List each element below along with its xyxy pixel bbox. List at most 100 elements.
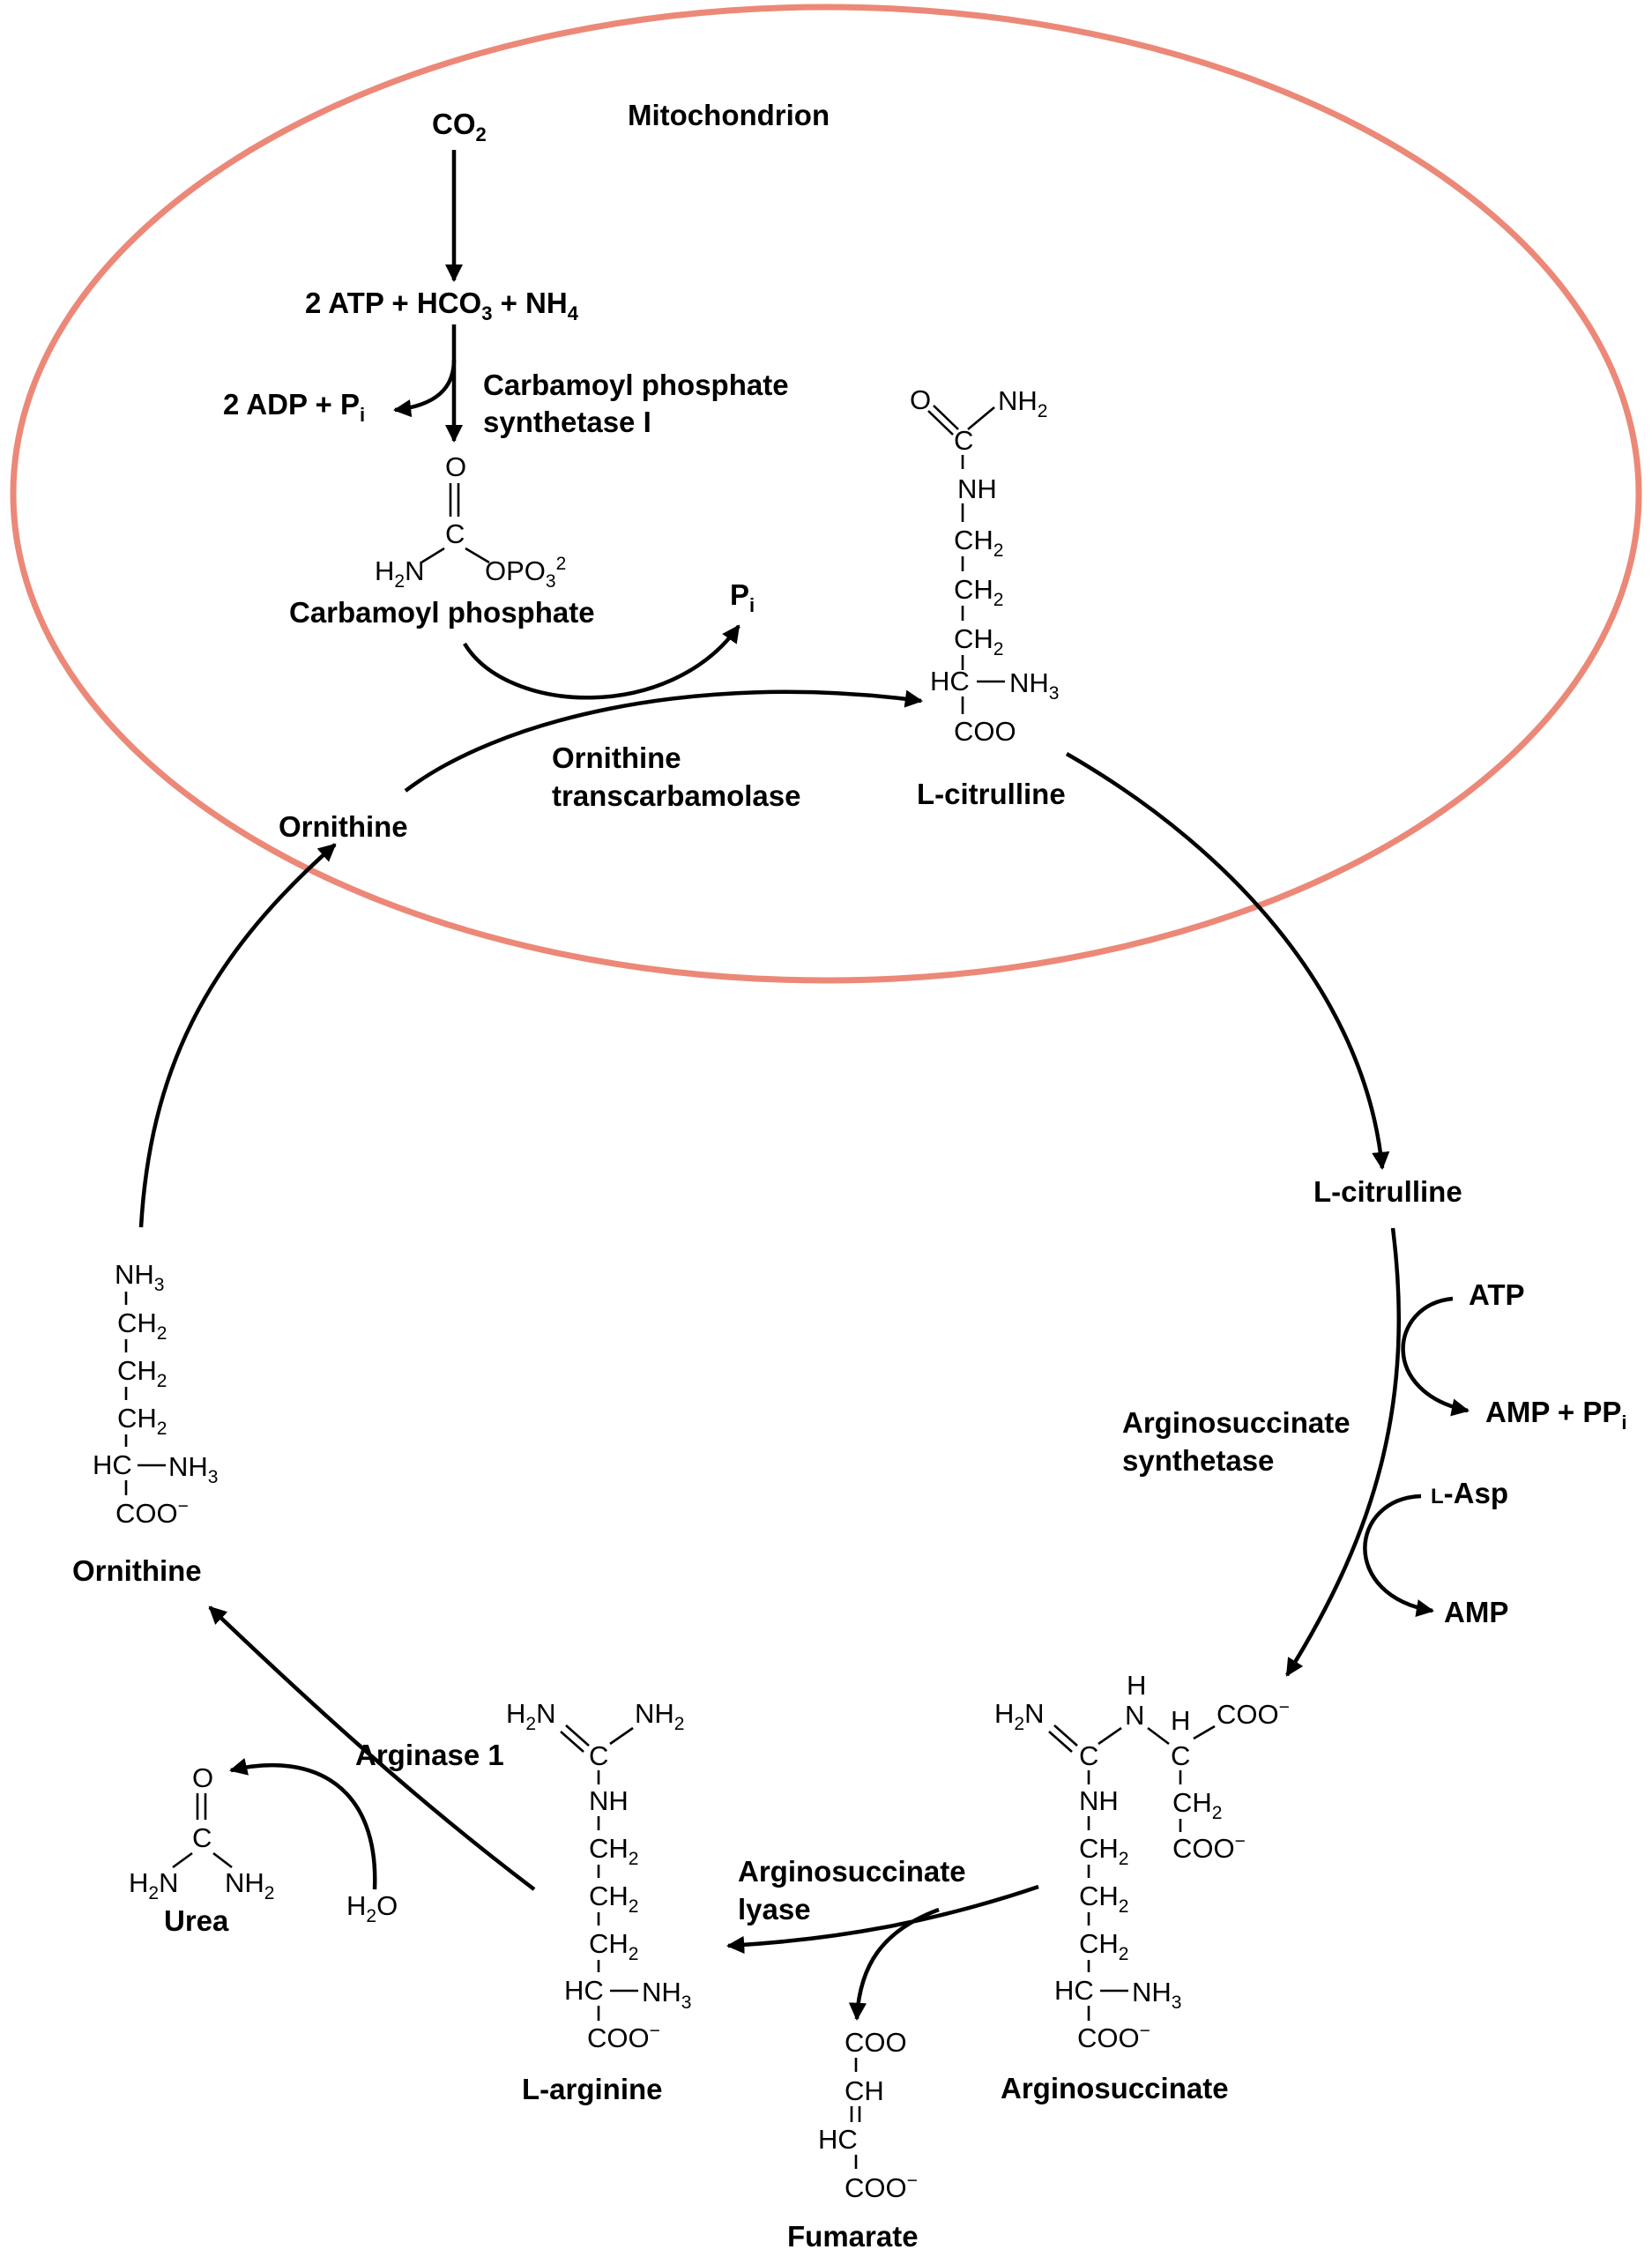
urea-release-arrow	[229, 1757, 377, 1890]
urea-label: Urea	[164, 1904, 229, 1937]
ass-enzyme-line1: Arginosuccinate	[1122, 1406, 1351, 1439]
arg-nh: NH	[589, 1785, 629, 1816]
citrulline-transport-arrow	[1065, 752, 1390, 1171]
as-nh3: NH3	[1132, 1977, 1181, 2013]
arginosuccinate-label: Arginosuccinate	[1001, 2072, 1229, 2104]
mitochondrion-label: Mitochondrion	[628, 99, 830, 131]
as-carbon-2: C	[1171, 1740, 1190, 1771]
orn-coo: COO−	[115, 1496, 189, 1529]
adp-pi-label: 2 ADP + Pi	[223, 388, 365, 426]
carbamoyl-phosphate-label: Carbamoyl phosphate	[289, 596, 595, 629]
fum-ch: CH	[845, 2075, 884, 2106]
fumarate-branch-arrow	[848, 1907, 940, 2022]
orn-nh3-top: NH3	[115, 1259, 164, 1295]
cit-nh: NH	[957, 473, 997, 504]
fum-coo-top: COO	[845, 2027, 907, 2058]
urea-h2n: H2N	[129, 1867, 178, 1903]
cps1-enzyme-line2: synthetase I	[483, 406, 651, 438]
orn-nh3: NH3	[168, 1451, 218, 1487]
as-h-top: H	[1127, 1670, 1146, 1701]
otc-enzyme-line1: Ornithine	[552, 741, 681, 774]
cps1-enzyme-line1: Carbamoyl phosphate	[483, 369, 789, 401]
orn-hc: HC	[93, 1449, 132, 1480]
fumarate-structure: COO CH HC COO−	[818, 2027, 918, 2203]
arg-ch2-2: CH2	[589, 1881, 638, 1917]
cit-oxygen: O	[910, 384, 931, 415]
water-label: H2O	[346, 1890, 398, 1926]
amp-ppi-label: AMP + PPi	[1485, 1396, 1627, 1434]
pi-label: Pi	[730, 578, 755, 616]
urea-nh2: NH2	[225, 1867, 274, 1903]
arg-carbon: C	[589, 1740, 608, 1771]
arg-h2n: H2N	[506, 1698, 555, 1734]
orn-ch2-3: CH2	[117, 1403, 167, 1439]
asp-side-arrow	[1363, 1493, 1434, 1618]
orn-ch2-2: CH2	[117, 1355, 167, 1391]
asl-main-arrow	[726, 1884, 1039, 1955]
arg-ch2-3: CH2	[589, 1928, 638, 1964]
cit-coo: COO	[954, 716, 1016, 747]
as-ch2-3: CH2	[1079, 1928, 1128, 1964]
as-nh: NH	[1079, 1785, 1119, 1816]
as-hc: HC	[1054, 1975, 1094, 2006]
ass-main-arrow	[1285, 1227, 1401, 1677]
citrulline-mito-label: L-citrulline	[917, 778, 1066, 810]
cit-ch2-3: CH2	[954, 623, 1003, 659]
reactants-label: 2 ATP + HCO3 + NH4	[305, 287, 579, 324]
orn-ch2-1: CH2	[117, 1307, 167, 1344]
cit-nh3: NH3	[1009, 667, 1059, 704]
arginosuccinate-structure: H2N C H N H C COO− CH2 COO− NH CH2 CH2 C…	[994, 1670, 1290, 2053]
ornithine-mito-label: Ornithine	[279, 810, 408, 843]
citrulline-structure: O NH2 C NH CH2 CH2 CH2 HC NH3 COO	[910, 384, 1059, 747]
arg-nh2: NH2	[635, 1698, 684, 1734]
as-h2n: H2N	[994, 1698, 1044, 1734]
cit-hc: HC	[930, 666, 970, 696]
as-carbon: C	[1079, 1740, 1098, 1771]
as-ch2-2: CH2	[1079, 1881, 1128, 1917]
urea-carbon: C	[192, 1822, 212, 1853]
ass-enzyme-line2: synthetase	[1122, 1444, 1274, 1477]
fum-coo: COO−	[845, 2171, 918, 2203]
atp-label: ATP	[1469, 1278, 1525, 1311]
cp-opo3: OPO32	[485, 554, 566, 592]
citrulline-cyto-label: L-citrulline	[1313, 1175, 1462, 1208]
mitochondrion-membrane	[10, 4, 1642, 984]
cit-nh2: NH2	[998, 385, 1047, 421]
atp-side-arrow	[1401, 1296, 1470, 1417]
as-coo-top: COO−	[1217, 1697, 1290, 1730]
co2-label: CO2	[432, 108, 487, 145]
asl-enzyme-line2: lyase	[738, 1893, 811, 1926]
cp-h2n: H2N	[375, 555, 424, 592]
as-coo-side: COO−	[1172, 1831, 1246, 1864]
otc-enzyme-line2: transcarbamolase	[552, 779, 800, 812]
as-h: H	[1171, 1705, 1190, 1736]
fum-hc: HC	[818, 2124, 858, 2155]
amp-label: AMP	[1444, 1596, 1508, 1628]
adp-branch-arrow	[392, 359, 457, 418]
l-arginine-label: L-arginine	[522, 2073, 663, 2105]
fumarate-label: Fumarate	[787, 2220, 919, 2253]
otc-main-arrow	[404, 689, 924, 793]
arg-coo: COO−	[587, 2021, 660, 2053]
pi-release-arrow	[463, 624, 740, 700]
asl-enzyme-line1: Arginosuccinate	[738, 1855, 966, 1888]
as-coo: COO−	[1077, 2021, 1150, 2053]
cit-ch2-1: CH2	[954, 525, 1003, 561]
carbamoyl-phosphate-structure: O C H2N OPO32	[375, 451, 566, 592]
cit-carbon: C	[954, 425, 973, 456]
cp-carbon: C	[445, 518, 465, 549]
cit-ch2-2: CH2	[954, 574, 1003, 610]
ornithine-transport-arrow	[138, 843, 337, 1228]
arg-ch2-1: CH2	[589, 1833, 638, 1869]
arginase-enzyme-label: Arginase 1	[355, 1739, 504, 1771]
arg-nh3: NH3	[642, 1977, 691, 2013]
as-n: N	[1125, 1700, 1144, 1731]
arginine-structure: H2N C NH2 NH CH2 CH2 CH2 HC NH3 COO−	[506, 1698, 691, 2053]
l-asp-label: L-Asp	[1431, 1477, 1508, 1509]
as-ch2-1: CH2	[1079, 1833, 1128, 1869]
as-ch2-side: CH2	[1172, 1787, 1222, 1823]
ornithine-structure: NH3 CH2 CH2 CH2 HC NH3 COO−	[93, 1259, 218, 1529]
urea-structure: O C H2N NH2	[129, 1762, 274, 1903]
cp-oxygen: O	[445, 451, 466, 482]
ornithine-cyto-label: Ornithine	[72, 1554, 202, 1587]
